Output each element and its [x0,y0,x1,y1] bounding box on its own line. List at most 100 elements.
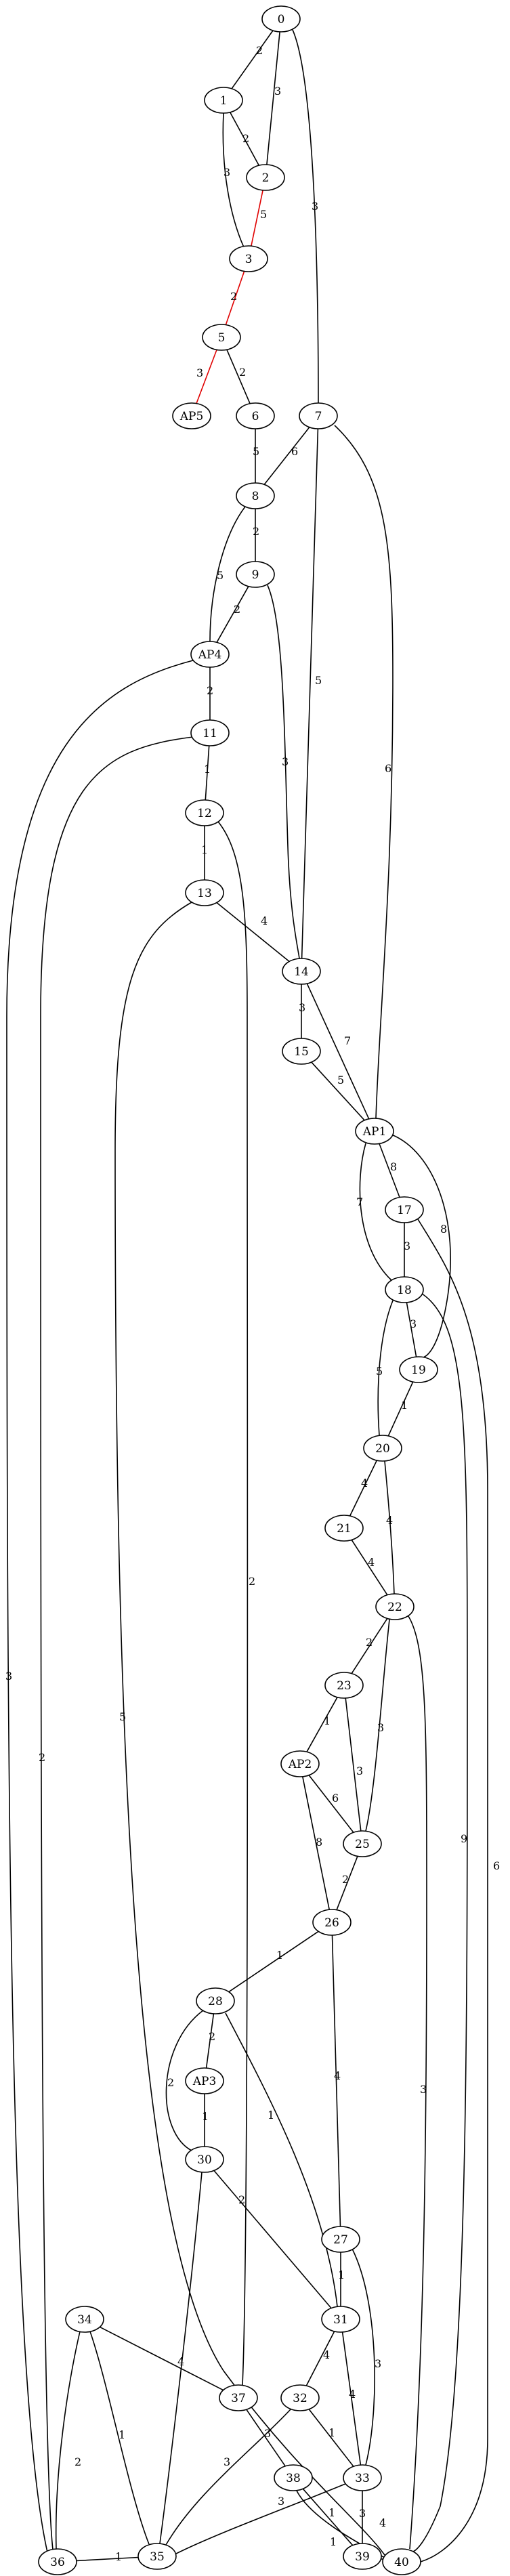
node-shape-31 [321,2306,360,2333]
node-40: 40 [382,2548,421,2575]
node-shape-15 [282,1038,321,1065]
node-33: 33 [343,2464,382,2491]
edge-weight-11-36: 2 [39,1751,45,1764]
edge-weight-37-38: 3 [264,2427,271,2440]
node-32: 32 [280,2384,320,2411]
edge-1-3 [222,112,245,248]
node-label-15: 15 [294,1045,309,1059]
edge-22-25 [365,1619,390,1832]
node-shape-33 [343,2464,382,2491]
edge-2-3 [251,190,263,247]
edge-weight-5-AP5: 3 [196,366,203,379]
node-shape-0 [261,5,301,33]
edge-weight-26-27: 4 [334,2069,341,2082]
node-label-23: 23 [337,1679,352,1693]
edge-weight-30-35: 4 [177,2355,184,2368]
node-20: 20 [363,1435,402,1462]
node-shape-38 [274,2464,313,2491]
node-shape-22 [375,1593,415,1620]
edge-weight-6-8: 5 [253,445,259,458]
node-21: 21 [324,1515,364,1542]
edge-weight-AP2-25: 6 [332,1792,339,1804]
node-shape-32 [280,2384,320,2411]
edge-weight-31-32: 4 [323,2348,330,2361]
node-label-37: 37 [231,2392,246,2405]
edge-weight-22-23: 2 [366,1636,373,1649]
node-label-32: 32 [293,2392,307,2405]
edges-layer [6,29,488,2562]
edge-weight-9-14: 3 [282,755,289,768]
edge-weight-22-40: 3 [420,2083,427,2096]
node-AP5: AP5 [172,402,211,429]
edge-weight-22-25: 3 [377,1721,384,1734]
node-shape-13 [185,879,224,906]
node-label-28: 28 [208,1995,223,2008]
edge-7-14 [301,428,319,959]
edge-weight-1-3: 3 [224,166,230,179]
edge-35-36 [76,2556,139,2562]
node-label-12: 12 [197,807,212,820]
edge-weight-27-33: 3 [375,2357,381,2370]
node-label-3: 3 [245,253,253,266]
edge-3-5 [225,271,245,325]
edge-17-40 [417,1219,488,2562]
edge-25-26 [336,1856,358,1910]
edge-weight-25-26: 2 [342,1873,349,1886]
node-shape-8 [236,482,275,509]
edge-weight-AP4-36: 3 [5,1670,12,1683]
node-label-22: 22 [387,1601,402,1614]
node-label-19: 19 [411,1364,426,1377]
edge-18-19 [406,1302,417,1357]
node-26: 26 [312,1909,352,1936]
edge-weight-AP3-30: 1 [202,2110,209,2123]
node-28: 28 [196,1987,235,2014]
edge-13-14 [216,902,290,963]
node-shape-40 [382,2548,421,2575]
edge-26-28 [228,1930,319,1993]
edge-weight-30-31: 2 [238,2193,245,2206]
node-shape-19 [399,1356,438,1383]
edge-9-AP4 [216,586,249,643]
node-shape-23 [324,1672,364,1699]
edge-34-35 [89,2331,150,2545]
edge-weight-18-20: 5 [376,1365,383,1378]
edge-27-33 [352,2248,375,2466]
node-shape-1 [204,87,243,114]
edge-weight-14-15: 3 [299,1001,305,1014]
edge-weight-13-14: 4 [261,914,268,927]
node-7: 7 [299,402,338,429]
node-6: 6 [236,402,275,429]
edge-28-30 [165,2010,204,2152]
edge-22-40 [408,1616,427,2550]
edge-28-AP3 [205,2013,215,2069]
node-17: 17 [385,1196,424,1223]
node-label-21: 21 [337,1522,352,1536]
edge-weight-33-35: 3 [278,2495,284,2508]
node-shape-34 [65,2306,104,2333]
node-23: 23 [324,1672,364,1699]
edge-5-6 [226,349,251,404]
edge-37-38 [246,2409,286,2467]
node-2: 2 [246,164,285,191]
edge-12-37 [217,821,249,2386]
edge-weight-34-36: 2 [75,2455,81,2468]
node-label-35: 35 [150,2550,165,2564]
edge-weight-11-12: 1 [204,763,211,776]
edge-21-22 [351,1539,388,1596]
edge-weight-AP4-11: 2 [207,684,213,697]
node-5: 5 [202,324,241,351]
edge-18-20 [377,1300,394,1436]
node-shape-5 [202,324,241,351]
edge-weight-7-14: 5 [315,674,322,687]
edge-AP1-17 [379,1143,400,1198]
edge-weight-23-AP2: 1 [324,1714,331,1727]
edge-weight-12-13: 1 [201,843,208,856]
edge-weight-19-20: 1 [401,1399,408,1412]
node-shape-7 [299,402,338,429]
node-27: 27 [321,2226,360,2253]
edge-AP1-18 [359,1143,392,1281]
node-shape-AP2 [280,1750,320,1777]
node-shape-6 [236,402,275,429]
